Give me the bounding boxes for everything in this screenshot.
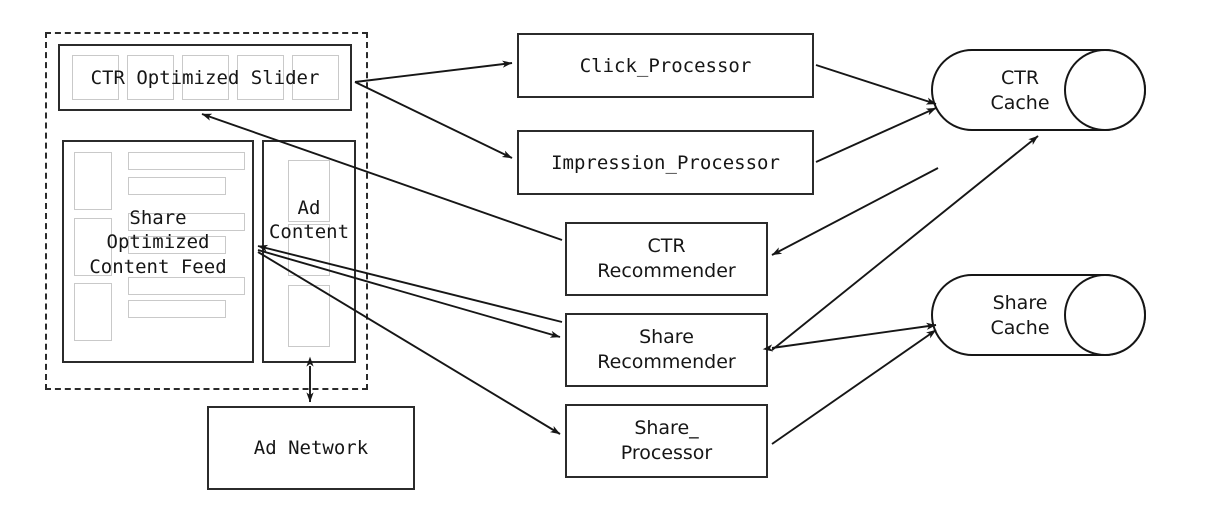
edge-ctr-cache-to-ctr-recommender <box>771 167 939 256</box>
feed-line <box>128 236 226 254</box>
feed-thumb <box>74 152 112 210</box>
feed-line <box>128 152 245 170</box>
feed-thumb <box>74 283 112 341</box>
edge-content-feed-to-share-recommender <box>257 249 561 338</box>
edge-share-recommender-to-ctr-cache <box>771 135 1039 351</box>
slider-tile <box>127 55 174 100</box>
node-ctr-cache-label: CTR Cache <box>990 67 1050 114</box>
ad-slot <box>288 285 330 347</box>
feed-line <box>128 300 226 318</box>
node-share-recommender[interactable]: Share Recommender <box>565 313 768 387</box>
node-share-cache-label: Share Cache <box>990 292 1050 339</box>
edge-share-processor-to-share-cache <box>771 329 937 445</box>
edge-slider-to-click-processor <box>354 60 513 83</box>
node-share-cache-shape <box>931 273 1146 357</box>
ad-slot <box>288 160 330 222</box>
slider-tile <box>72 55 119 100</box>
node-ctr-recommender[interactable]: CTR Recommender <box>565 222 768 296</box>
edge-impression-processor-to-ctr-cache <box>815 107 937 163</box>
node-click-processor[interactable]: Click_Processor <box>517 33 814 98</box>
edge-share-recommender-to-share-cache <box>762 322 937 352</box>
node-impression-processor[interactable]: Impression_Processor <box>517 130 814 195</box>
slider-tile <box>237 55 284 100</box>
edge-click-processor-to-ctr-cache <box>815 64 937 105</box>
slider-tile <box>182 55 229 100</box>
feed-thumb <box>74 218 112 276</box>
feed-line <box>128 213 245 231</box>
node-ad-network[interactable]: Ad Network <box>207 406 415 490</box>
node-share-processor[interactable]: Share_ Processor <box>565 404 768 478</box>
edge-content-feed-to-share-processor <box>257 251 561 435</box>
edge-ctr-recommender-to-slider <box>201 113 563 241</box>
feed-line <box>128 277 245 295</box>
ad-slot <box>288 224 330 276</box>
edge-slider-to-impression-processor <box>354 81 513 159</box>
feed-line <box>128 177 226 195</box>
slider-tile <box>292 55 339 100</box>
node-ctr-cache-shape <box>931 48 1146 132</box>
client-boundary-region <box>45 32 368 390</box>
edge-share-recommender-to-content-feed <box>257 244 563 323</box>
